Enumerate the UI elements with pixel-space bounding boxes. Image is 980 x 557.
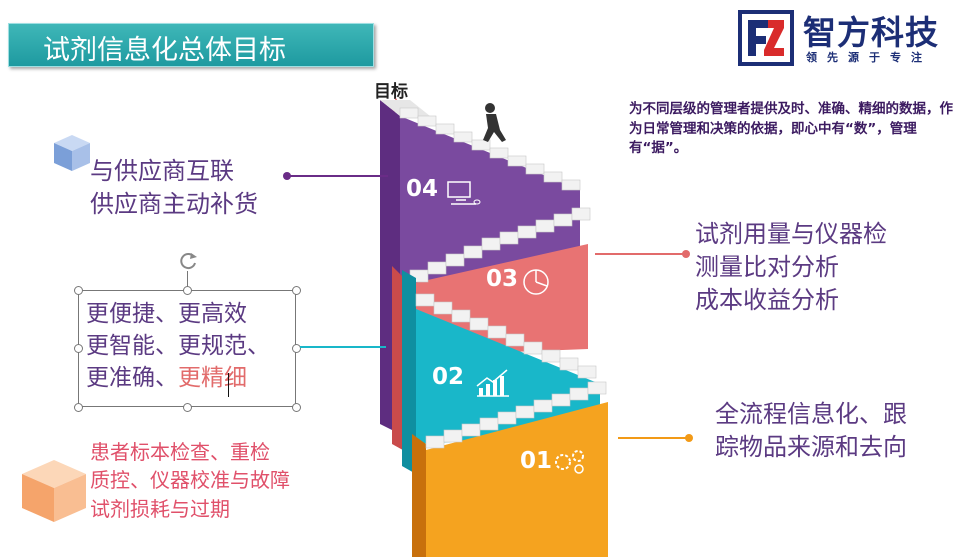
resize-handle-bottom-right[interactable] (292, 403, 301, 412)
supplier-line-1: 与供应商互联 (90, 157, 234, 185)
rotate-handle-icon[interactable] (177, 249, 199, 271)
efficiency-line-3-prefix: 更准确、 (86, 365, 178, 392)
company-slogan: 领先源于专注 (806, 51, 932, 64)
connector-line-orange (618, 437, 688, 439)
gears-icon (555, 450, 584, 474)
efficiency-line-3-highlight: 更精细 (178, 365, 247, 392)
pie-chart-icon (523, 269, 549, 295)
staircase-graphic (380, 100, 608, 557)
title-banner: 试剂信息化总体目标 (8, 23, 374, 67)
supplier-line-2: 供应商主动补货 (90, 190, 258, 219)
blue-cube-icon (54, 135, 90, 171)
quality-text: 患者标本检查、重检 质控、仪器校准与故障 试剂损耗与过期 (90, 438, 290, 523)
quality-line-2: 质控、仪器校准与故障 (90, 468, 290, 493)
company-logo-icon (738, 10, 794, 66)
resize-handle-bottom-left[interactable] (74, 403, 83, 412)
analysis-text: 试剂用量与仪器检 测量比对分析 成本收益分析 (695, 218, 887, 317)
analysis-line-2: 测量比对分析 (695, 253, 839, 282)
computer-icon (447, 181, 481, 205)
company-name: 智方科技 (803, 13, 939, 52)
step-04-number: 04 (406, 176, 439, 202)
connector-line-cyan (300, 346, 386, 348)
resize-handle-right[interactable] (292, 344, 301, 353)
resize-handle-left[interactable] (74, 344, 83, 353)
step-02-number: 02 (432, 364, 465, 390)
connector-dot-coral (682, 250, 690, 258)
connector-dot-orange (685, 434, 693, 442)
step-01-number: 01 (520, 448, 553, 474)
analysis-line-1: 试剂用量与仪器检 (695, 220, 887, 248)
step-03-number: 03 (486, 266, 519, 292)
resize-handle-top-right[interactable] (292, 286, 301, 295)
quality-line-1: 患者标本检查、重检 (90, 440, 270, 464)
efficiency-line-2: 更智能、更规范、 (86, 333, 270, 360)
goal-label: 目标 (374, 82, 408, 102)
connector-dot (283, 172, 291, 180)
connector-line (290, 175, 388, 177)
analysis-line-3: 成本收益分析 (695, 286, 839, 315)
resize-handle-top[interactable] (183, 286, 192, 295)
connector-line-coral (595, 253, 685, 255)
growth-chart-icon (476, 369, 509, 397)
resize-handle-bottom[interactable] (183, 403, 192, 412)
rotate-handle-line (187, 271, 188, 290)
efficiency-line-1: 更便捷、更高效 (86, 301, 247, 327)
resize-handle-top-left[interactable] (74, 286, 83, 295)
climbing-person-icon (483, 103, 506, 142)
tracking-text: 全流程信息化、跟 踪物品来源和去向 (715, 398, 907, 464)
efficiency-line-3: 更准确、更精细 (86, 362, 270, 394)
slide-title: 试剂信息化总体目标 (43, 35, 286, 66)
tracking-line-1: 全流程信息化、跟 (715, 400, 907, 428)
quality-line-3: 试剂损耗与过期 (90, 496, 230, 521)
tracking-line-2: 踪物品来源和去向 (715, 433, 907, 462)
goal-note: 为不同层级的管理者提供及时、准确、精细的数据，作为日常管理和决策的依据，即心中有… (629, 101, 953, 157)
orange-cube-icon (22, 460, 86, 522)
text-cursor (228, 373, 229, 397)
supplier-text: 与供应商互联 供应商主动补货 (90, 155, 258, 221)
efficiency-text[interactable]: 更便捷、更高效 更智能、更规范、 更准确、更精细 (86, 298, 270, 395)
